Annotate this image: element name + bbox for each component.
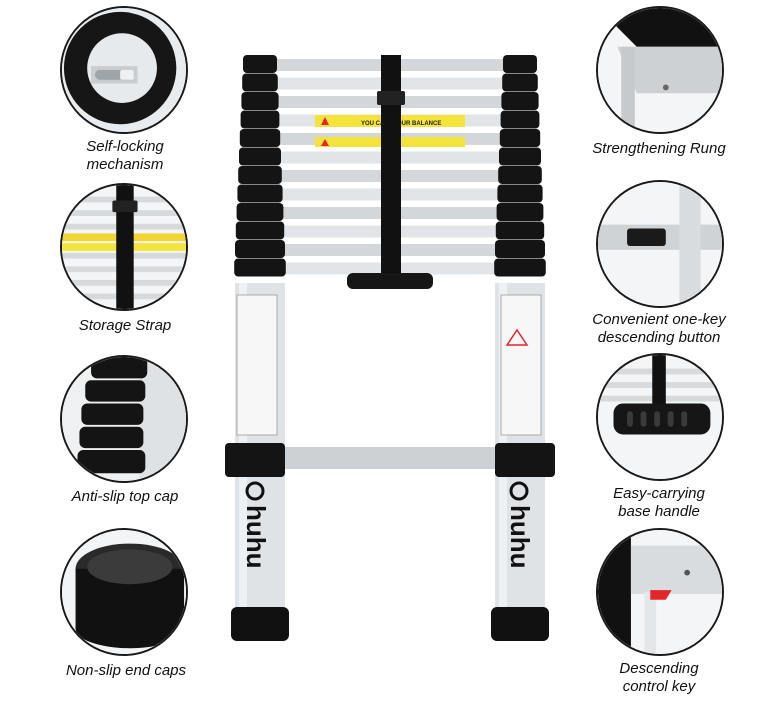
left-stile-cap [234,258,286,277]
left-stile-cap [241,92,279,110]
detail-one-key-descending-button [596,180,724,308]
left-collar [225,443,285,477]
right-leg-instruction-sticker [500,294,542,436]
detail-self-locking [60,6,188,134]
left-stile-cap [239,129,281,147]
left-stile-cap [239,147,281,166]
right-stile-cap [503,55,537,73]
detail-descending-control-key [596,528,724,656]
caption-anti-slip-top-cap: Anti-slip top cap [71,488,179,505]
right-stile-cap [497,184,543,203]
right-stile-cap [496,203,544,221]
brand-logo-left: huhu [241,481,271,569]
warning-triangle-icon [505,328,529,346]
warning-icon [321,117,329,125]
caption-self-locking: Self-locking mechanism [86,138,164,173]
detail-strengthening-rung [596,6,724,134]
right-stile-cap [495,240,545,258]
left-stile-cap [235,240,285,258]
detail-storage-strap [60,183,188,311]
telescopic-ladder: YOU CAN ... OUR BALANCE huhu huhu [225,55,555,641]
left-stile-cap [240,110,280,129]
storage-strap [381,55,401,277]
detail-base-handle [596,353,724,481]
right-stile-cap [499,147,541,166]
left-stile-cap [243,55,277,73]
strap-buckle [377,91,405,105]
caption-descending-control-key: Descending control key [619,660,699,695]
svg-text:huhu: huhu [241,505,271,569]
right-stile-cap [501,92,539,110]
right-stile-cap [498,166,542,184]
right-stile-cap [502,73,538,92]
left-end-cap [231,607,289,641]
caption-storage-strap: Storage Strap [78,317,172,334]
right-collar [495,443,555,477]
caption-one-key-descending-button: Convenient one-key descending button [592,311,726,346]
left-leg-instruction-sticker [236,294,278,436]
right-stile-cap [499,129,541,147]
caption-base-handle: Easy-carrying base handle [613,485,705,520]
right-stile-cap [500,110,540,129]
detail-anti-slip-top-cap [60,355,188,483]
caption-strengthening-rung: Strengthening Rung [592,140,726,157]
right-end-cap [491,607,549,641]
base-handle [347,273,433,289]
brand-logo-right: huhu [505,481,535,569]
svg-text:huhu: huhu [505,505,535,569]
right-stile-caps [494,55,546,277]
left-stile-cap [237,184,283,203]
right-stile-cap [494,258,546,277]
warning-label-text: YOU CAN ... OUR BALANCE [361,121,441,127]
left-stile-cap [236,203,284,221]
left-stile-cap [242,73,278,92]
left-stile-cap [238,166,282,184]
bottom-rung [275,447,505,469]
detail-non-slip-end-caps [60,528,188,656]
left-stile-cap [235,221,285,240]
right-stile-cap [495,221,545,240]
caption-non-slip-end-caps: Non-slip end caps [65,662,187,679]
left-stile-caps [234,55,286,277]
warning-icon-2 [321,139,329,146]
